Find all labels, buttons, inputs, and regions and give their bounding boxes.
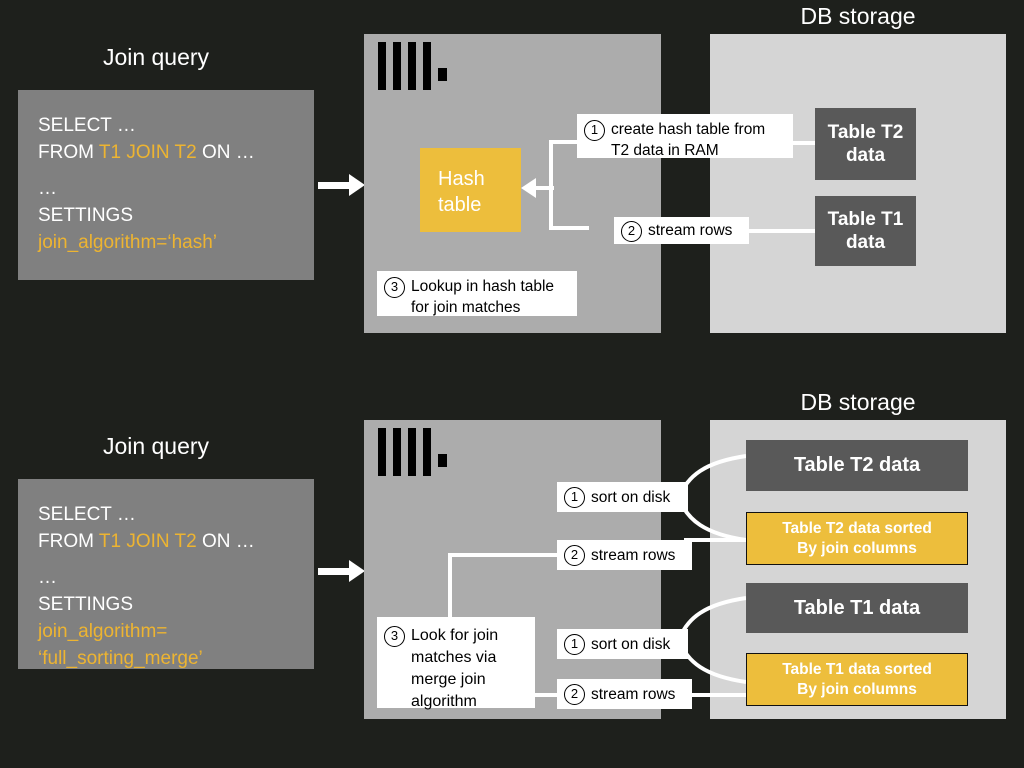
top-callout-3-number: 3 bbox=[384, 277, 405, 298]
clickhouse-logo-top bbox=[378, 42, 448, 90]
logo-dot bbox=[438, 68, 447, 81]
logo-bar-3 bbox=[408, 42, 416, 90]
clickhouse-logo-bottom bbox=[378, 428, 448, 476]
bottom-callout-sort-t1: 1 sort on disk bbox=[557, 629, 688, 659]
bottom-callout-stream-t2-text: stream rows bbox=[591, 546, 676, 564]
bottom-table-t1-data: Table T1 data bbox=[746, 583, 968, 633]
top-callout-3-text: Lookup in hash table for join matches bbox=[411, 278, 555, 316]
top-flow-arrow-shaft bbox=[318, 182, 350, 189]
bottom-query-line-6: ‘full_sorting_merge’ bbox=[38, 648, 203, 669]
top-query-spacer bbox=[38, 166, 294, 175]
bottom-join-query-title: Join query bbox=[102, 433, 210, 459]
bottom-query-line-4: SETTINGS bbox=[38, 594, 134, 615]
bottom-callout-sort-t2: 1 sort on disk bbox=[557, 482, 688, 512]
bottom-connector-t1sorted bbox=[684, 693, 746, 697]
bottom-connector-sr2-h bbox=[448, 553, 560, 557]
bottom-callout-stream-t1: 2 stream rows bbox=[557, 679, 692, 709]
bottom-callout-stream-t1-text: stream rows bbox=[591, 685, 676, 703]
bottom-flow-arrow-head bbox=[349, 560, 365, 582]
top-query-from: FROM bbox=[38, 142, 99, 163]
bottom-callout-sort-t1-text: sort on disk bbox=[591, 635, 671, 653]
top-query-line-5: join_algorithm=‘hash’ bbox=[38, 232, 218, 253]
bottom-query-from: FROM bbox=[38, 531, 99, 552]
top-query-line-4: SETTINGS bbox=[38, 205, 134, 226]
top-callout-1: 1 create hash table from T2 data in RAM bbox=[577, 114, 793, 159]
bottom-callout-3: 3 Look for join matches via merge join a… bbox=[377, 617, 535, 710]
bottom-query-line-2: FROM T1 JOIN T2 ON … bbox=[38, 528, 294, 555]
bottom-query-line-1: SELECT … bbox=[38, 504, 136, 525]
top-query-box: SELECT … FROM T1 JOIN T2 ON … … SETTINGS… bbox=[18, 90, 314, 280]
bottom-query-line-5: join_algorithm= bbox=[38, 621, 168, 642]
bottom-query-line-3: … bbox=[38, 567, 57, 588]
top-callout-2-text: stream rows bbox=[648, 222, 733, 239]
top-connector-t2 bbox=[792, 141, 818, 145]
bottom-callout-sort-t2-text: sort on disk bbox=[591, 488, 671, 506]
top-query-line-1: SELECT … bbox=[38, 115, 136, 136]
hash-table-block: Hash table bbox=[420, 148, 521, 232]
logo-bar-2 bbox=[393, 428, 401, 476]
bottom-callout-stream-t2-number: 2 bbox=[564, 545, 585, 566]
top-flow-arrow-head bbox=[349, 174, 365, 196]
bottom-query-join-expr: T1 JOIN T2 bbox=[98, 531, 197, 552]
top-connector-1-v bbox=[549, 140, 553, 230]
top-callout-2: 2 stream rows bbox=[614, 217, 749, 244]
bottom-connector-sr2-v bbox=[448, 553, 452, 623]
bottom-callout-3-number: 3 bbox=[384, 626, 405, 647]
top-join-query-title: Join query bbox=[102, 44, 210, 70]
bottom-db-storage-title: DB storage bbox=[800, 389, 916, 415]
top-connector-arrow-v bbox=[549, 186, 553, 190]
top-callout-2-number: 2 bbox=[621, 220, 642, 242]
bottom-callout-stream-t2: 2 stream rows bbox=[557, 540, 692, 570]
top-table-t1-data: Table T1 data bbox=[815, 196, 916, 266]
logo-dot bbox=[438, 454, 447, 467]
top-query-line-2: FROM T1 JOIN T2 ON … bbox=[38, 139, 294, 166]
logo-bar-4 bbox=[423, 428, 431, 476]
logo-bar-3 bbox=[408, 428, 416, 476]
top-storage-panel bbox=[710, 34, 1006, 333]
bottom-query-box: SELECT … FROM T1 JOIN T2 ON … … SETTINGS… bbox=[18, 479, 314, 669]
top-callout-3: 3 Lookup in hash table for join matches bbox=[377, 271, 577, 316]
top-connector-arrowline bbox=[536, 186, 554, 190]
top-callout-1-number: 1 bbox=[584, 120, 605, 141]
bottom-connector-sr1-h bbox=[533, 693, 561, 697]
top-hash-arrow-head bbox=[521, 178, 536, 198]
top-query-on: ON … bbox=[196, 142, 255, 163]
top-callout-1-text: create hash table from T2 data in RAM bbox=[611, 121, 766, 159]
bottom-flow-arrow-shaft bbox=[318, 568, 350, 575]
bottom-connector-t2sorted bbox=[684, 538, 746, 542]
logo-bar-1 bbox=[378, 42, 386, 90]
top-connector-2-h bbox=[549, 226, 589, 230]
bottom-table-t2-sorted: Table T2 data sorted By join columns bbox=[746, 512, 968, 565]
top-query-join-expr: T1 JOIN T2 bbox=[98, 142, 197, 163]
logo-bar-4 bbox=[423, 42, 431, 90]
logo-bar-1 bbox=[378, 428, 386, 476]
bottom-query-on: ON … bbox=[196, 531, 255, 552]
bottom-table-t1-sorted: Table T1 data sorted By join columns bbox=[746, 653, 968, 706]
top-query-line-3: … bbox=[38, 178, 57, 199]
top-table-t2-data: Table T2 data bbox=[815, 108, 916, 180]
bottom-callout-3-text: Look for join matches via merge join alg… bbox=[411, 627, 499, 710]
top-connector-1-h bbox=[549, 140, 581, 144]
top-connector-t1 bbox=[748, 229, 818, 233]
bottom-table-t2-data: Table T2 data bbox=[746, 440, 968, 491]
bottom-callout-sort-t1-number: 1 bbox=[564, 634, 585, 655]
bottom-callout-sort-t2-number: 1 bbox=[564, 487, 585, 508]
bottom-query-spacer bbox=[38, 555, 294, 564]
top-db-storage-title: DB storage bbox=[800, 3, 916, 29]
bottom-callout-stream-t1-number: 2 bbox=[564, 684, 585, 705]
logo-bar-2 bbox=[393, 42, 401, 90]
